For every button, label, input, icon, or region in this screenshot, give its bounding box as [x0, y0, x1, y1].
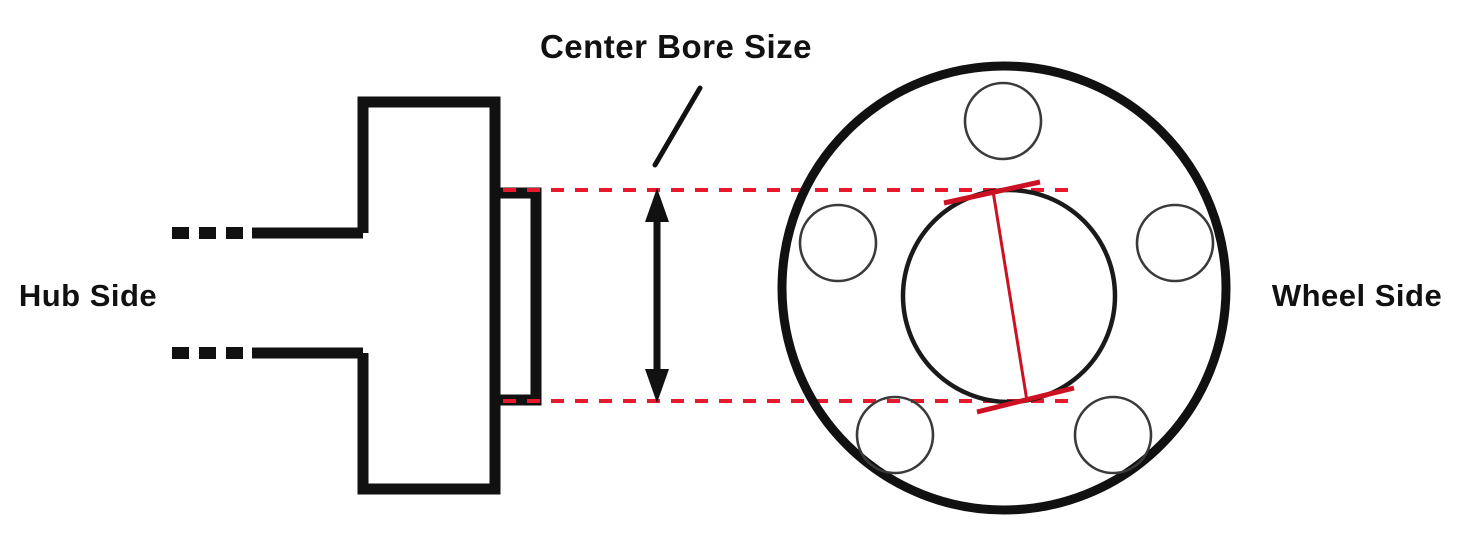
hub-shaft-lower-ellipsis-icon — [172, 347, 243, 359]
bore-tick-top — [943, 179, 1041, 206]
page-title: Center Bore Size — [540, 28, 812, 65]
bore-tick-bottom — [976, 385, 1075, 415]
dimension-arrowhead-top — [645, 188, 669, 222]
title-leader-line — [652, 85, 703, 168]
hub-flange-outline — [357, 96, 501, 495]
wheel-outer-circle — [777, 61, 1231, 515]
center-bore-dimension-arrow — [645, 188, 669, 403]
bolt-hole-left — [798, 203, 878, 283]
hub-side-label: Hub Side — [19, 278, 157, 313]
dimension-arrowhead-bottom — [645, 369, 669, 403]
hub-shaft-upper-ellipsis-icon — [172, 227, 243, 239]
wheel-face — [777, 61, 1231, 515]
bore-diameter-line — [991, 190, 1029, 402]
hub-cross-section — [172, 96, 542, 495]
wheel-side-label: Wheel Side — [1272, 278, 1442, 313]
bolt-hole-bottom-right — [1073, 395, 1153, 475]
bolt-hole-bottom-left — [855, 395, 935, 475]
bolt-hole-right — [1135, 203, 1215, 283]
bolt-hole-top — [963, 81, 1043, 161]
hub-pilot-nose-outline — [495, 187, 542, 406]
